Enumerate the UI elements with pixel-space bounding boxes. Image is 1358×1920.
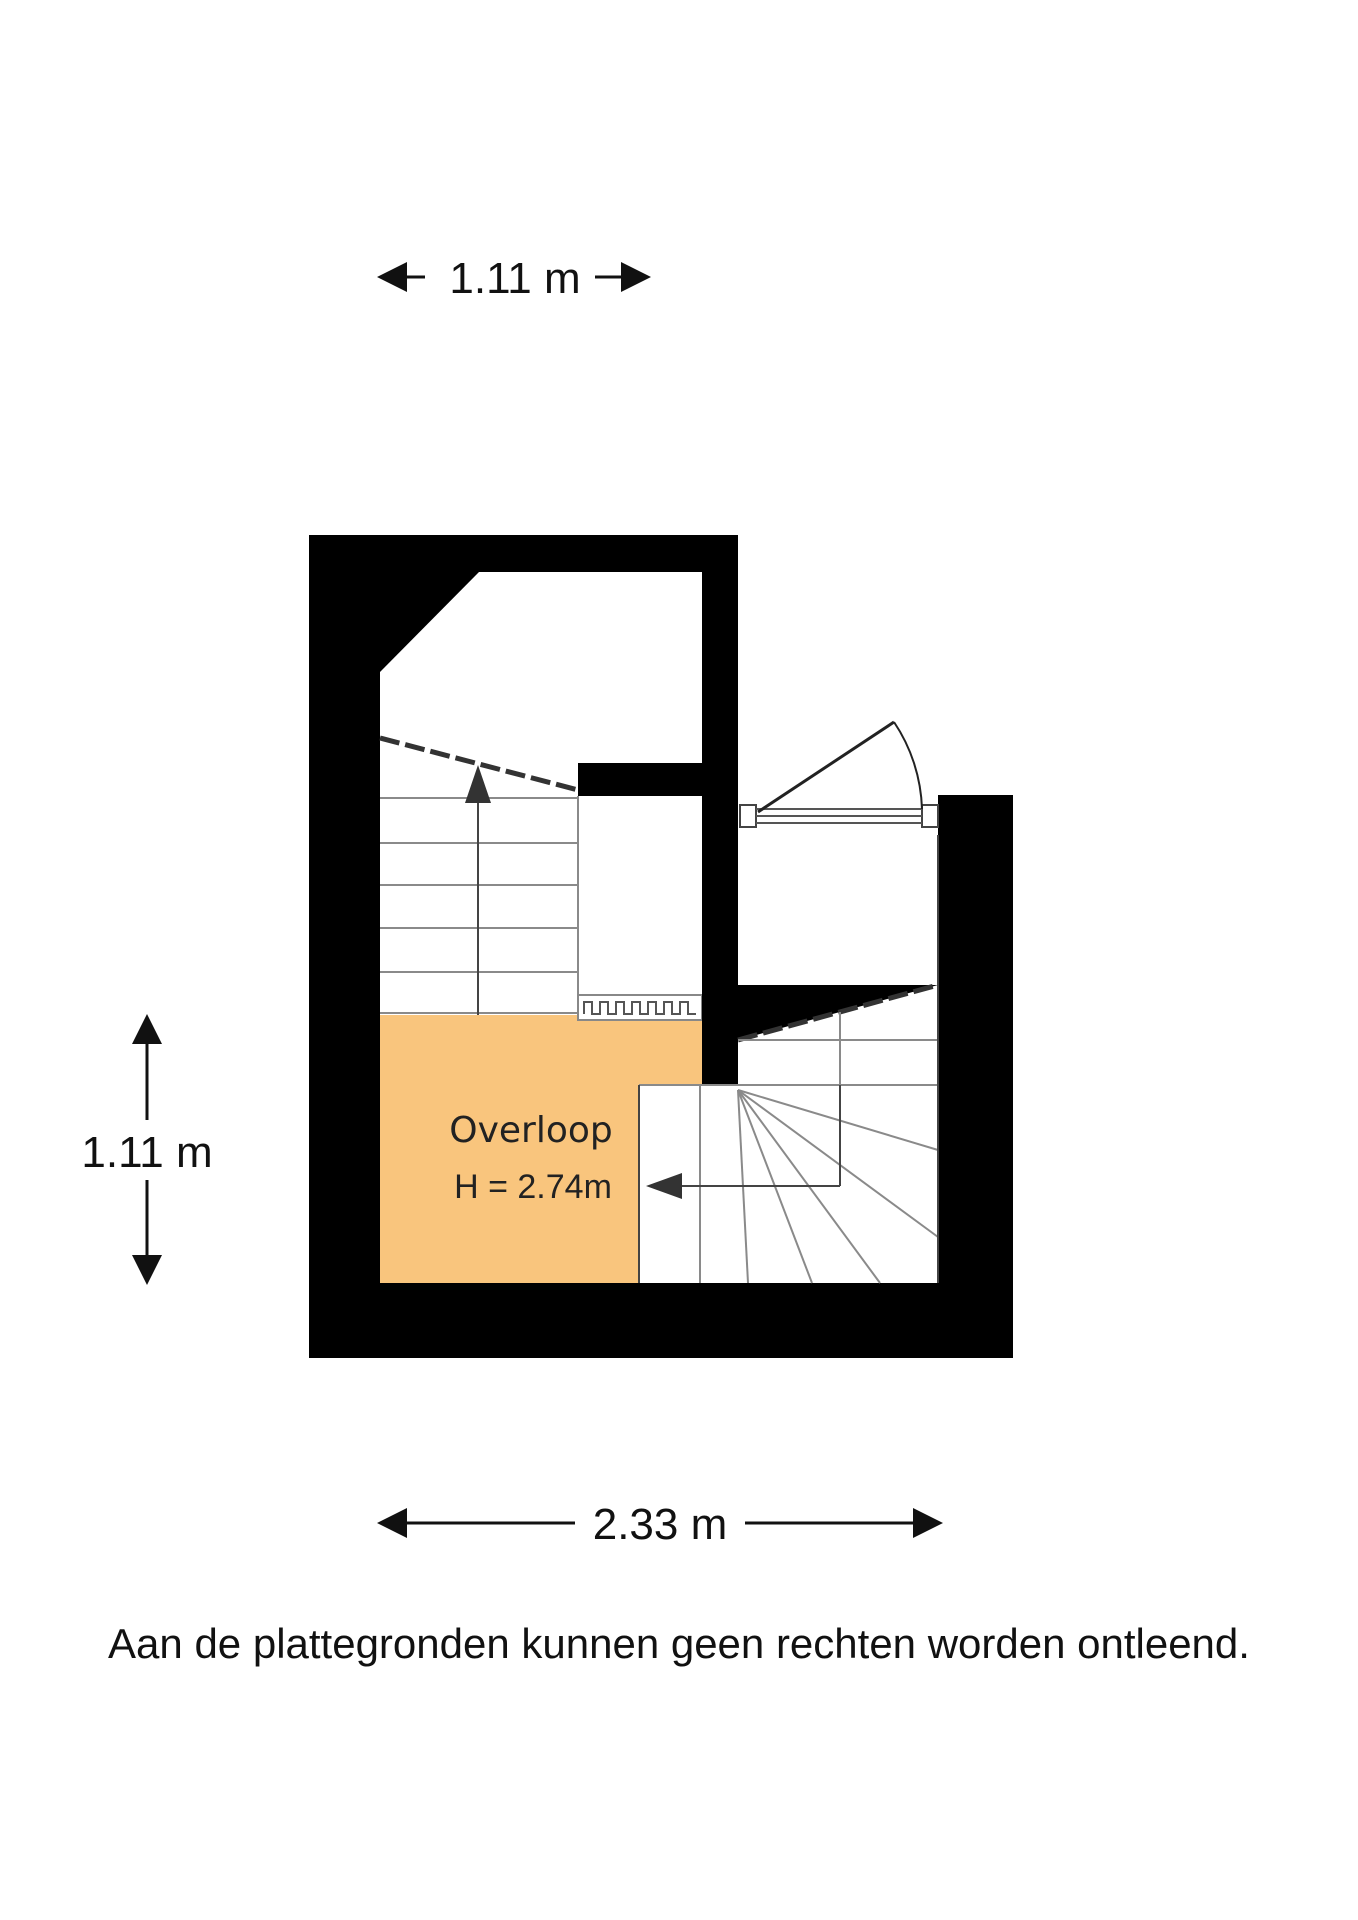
room-height-label: H = 2.74m [454,1168,612,1206]
upper-chamber-floor [380,572,702,763]
arrow-left-icon [646,1173,682,1199]
right-stair-winder [737,1089,939,1238]
room-name-label: Overloop [449,1110,613,1151]
radiator [577,994,703,1021]
stair-shaft [578,796,702,1021]
center-wall [702,572,738,1085]
bottom-dimension: 2.33 m [377,1500,943,1549]
left-dimension: 1.11 m [81,1014,213,1285]
door [738,720,939,835]
right-stair-floor [738,985,938,1283]
disclaimer-text: Aan de plattegronden kunnen geen rechten… [108,1620,1250,1667]
top-dimension-label: 1.11 m [449,254,580,303]
arrow-up-icon [465,765,491,803]
left-staircase [379,735,579,1015]
room-overloop [380,1015,702,1283]
top-dimension: 1.11 m [377,254,651,303]
right-stair-cut-line [737,982,939,1043]
radiator-fins [583,1001,696,1015]
bottom-dimension-label: 2.33 m [593,1500,728,1549]
right-staircase [638,835,939,1284]
door-swing-arc [893,721,923,810]
right-upper-landing [738,835,938,985]
left-stair-cut-line [379,735,579,793]
inner-wall-stub [578,763,702,796]
right-stair-winder [737,1089,939,1151]
door-leaf [757,720,895,814]
left-dimension-label: 1.11 m [81,1128,212,1177]
